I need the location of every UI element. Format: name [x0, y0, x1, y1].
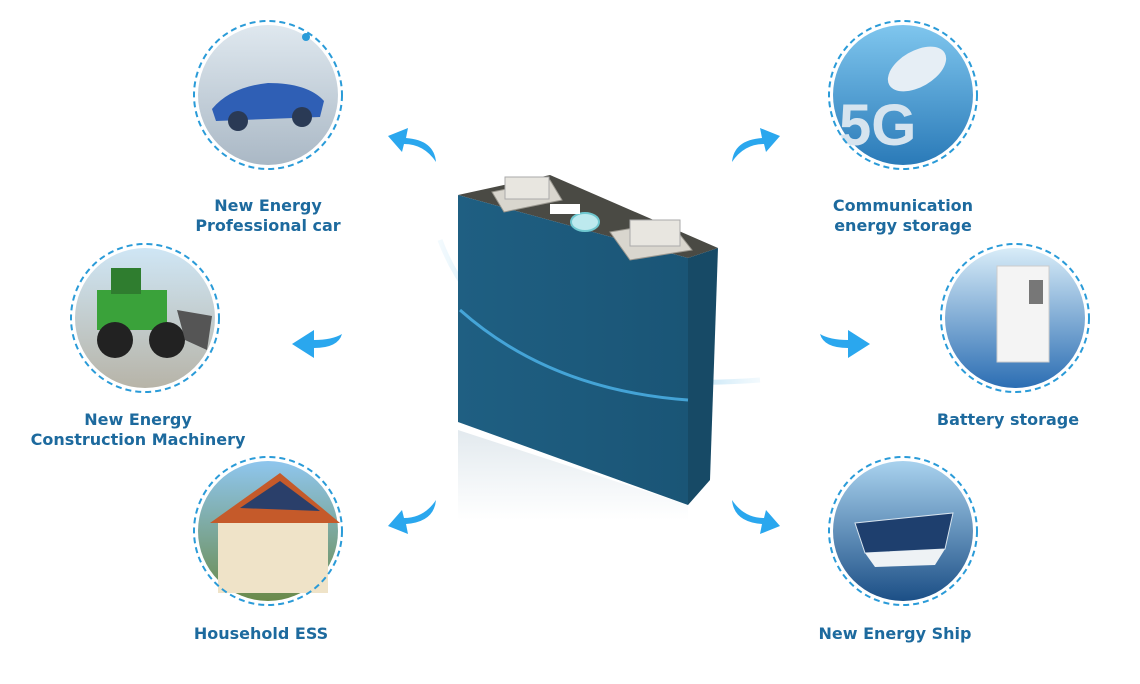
application-circle-battery-storage — [937, 240, 1093, 396]
label-household: Household ESS — [193, 624, 329, 643]
arrow-down-right-icon — [732, 500, 780, 534]
label-ship: New Energy Ship — [818, 624, 972, 643]
negative-terminal — [609, 219, 693, 261]
wheel-loader-image — [97, 268, 212, 358]
battery-label-sticker — [550, 204, 580, 214]
safety-vent — [570, 212, 600, 232]
application-circle-household — [190, 453, 346, 609]
application-circle-car — [190, 17, 346, 173]
prismatic-battery-cell — [458, 175, 718, 520]
arrow-up-left-icon — [388, 128, 436, 162]
application-circle-communication: 5G — [825, 17, 981, 173]
electric-car-image — [212, 83, 324, 131]
solar-ship-image — [854, 512, 954, 567]
application-circle-machinery — [67, 240, 223, 396]
label-battery-storage: Battery storage — [936, 410, 1080, 429]
arrow-left-icon — [292, 330, 342, 358]
application-circle-ship — [825, 453, 981, 609]
arrow-right-icon — [820, 330, 870, 358]
storage-cabinet-image — [996, 265, 1050, 363]
positive-terminal — [491, 176, 563, 213]
arrow-down-left-icon — [388, 500, 436, 534]
arrow-up-right-icon — [732, 128, 780, 162]
5g-antenna-image — [887, 46, 947, 92]
solar-house-image — [210, 473, 340, 593]
